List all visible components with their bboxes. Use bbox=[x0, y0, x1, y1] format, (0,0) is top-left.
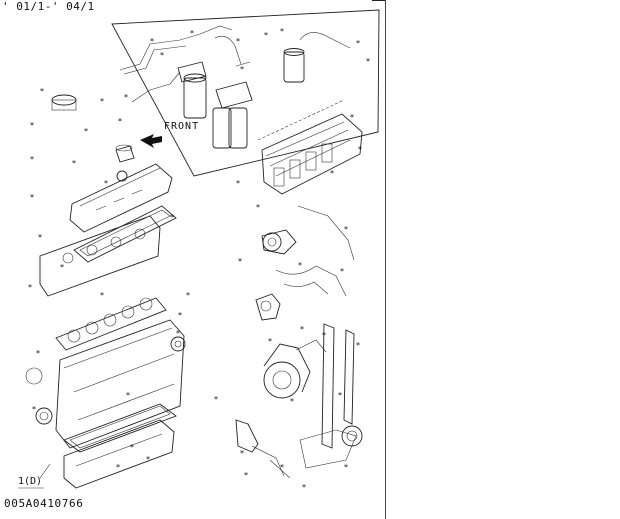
svg-text:*: * bbox=[298, 261, 302, 270]
date-range-label: ' 01/1-' 04/1 bbox=[2, 0, 95, 13]
svg-text:*: * bbox=[238, 257, 242, 266]
seal-rings bbox=[35, 170, 186, 425]
kit-item-markers: *** *** *** *** *** *** *** *** *** *** … bbox=[28, 27, 370, 492]
cylinder-head-gasket bbox=[55, 297, 167, 351]
svg-text:*: * bbox=[124, 93, 128, 102]
svg-text:*: * bbox=[116, 463, 120, 472]
rocker-cover bbox=[69, 163, 173, 233]
svg-text:*: * bbox=[118, 117, 122, 126]
svg-text:*: * bbox=[356, 341, 360, 350]
oil-pan bbox=[63, 419, 175, 489]
svg-text:*: * bbox=[30, 193, 34, 202]
document-id: 005A0410766 bbox=[4, 497, 84, 510]
part-callout-leader bbox=[18, 463, 51, 489]
turbocharger bbox=[263, 339, 327, 399]
oil-pan-gasket bbox=[63, 403, 177, 453]
svg-text:*: * bbox=[178, 311, 182, 320]
svg-text:*: * bbox=[280, 463, 284, 472]
svg-text:*: * bbox=[236, 37, 240, 46]
svg-text:*: * bbox=[240, 449, 244, 458]
svg-text:*: * bbox=[146, 455, 150, 464]
cylinder-block bbox=[25, 319, 185, 449]
svg-text:*: * bbox=[160, 51, 164, 60]
fuel-filter-assembly-left bbox=[177, 61, 253, 149]
water-pump bbox=[261, 229, 297, 255]
svg-text:*: * bbox=[256, 203, 260, 212]
svg-text:*: * bbox=[302, 483, 306, 492]
svg-text:*: * bbox=[38, 233, 42, 242]
svg-text:*: * bbox=[30, 121, 34, 130]
oil-lines-right bbox=[275, 205, 355, 297]
front-direction-label: FRONT bbox=[164, 121, 200, 132]
svg-text:*: * bbox=[176, 329, 180, 338]
svg-text:*: * bbox=[60, 263, 64, 272]
svg-text:*: * bbox=[100, 97, 104, 106]
breather-cap bbox=[51, 94, 77, 111]
fuel-lines bbox=[119, 25, 251, 103]
svg-text:*: * bbox=[84, 127, 88, 136]
svg-text:*: * bbox=[104, 179, 108, 188]
svg-text:*: * bbox=[300, 325, 304, 334]
part-number-callout: 1(D) bbox=[18, 476, 43, 487]
svg-text:*: * bbox=[32, 405, 36, 414]
diagram-right-border bbox=[385, 0, 386, 519]
svg-text:*: * bbox=[170, 213, 174, 222]
svg-text:*: * bbox=[150, 37, 154, 46]
svg-text:*: * bbox=[322, 331, 326, 340]
svg-text:*: * bbox=[358, 145, 362, 154]
svg-text:*: * bbox=[344, 225, 348, 234]
svg-text:*: * bbox=[340, 267, 344, 276]
thermostat-housing bbox=[255, 293, 281, 321]
svg-text:*: * bbox=[36, 349, 40, 358]
svg-text:*: * bbox=[236, 179, 240, 188]
svg-text:*: * bbox=[72, 159, 76, 168]
svg-text:*: * bbox=[344, 463, 348, 472]
exhaust-manifold bbox=[39, 215, 161, 297]
svg-text:*: * bbox=[350, 113, 354, 122]
svg-text:*: * bbox=[290, 397, 294, 406]
oil-filler bbox=[115, 144, 135, 163]
svg-text:*: * bbox=[100, 291, 104, 300]
exhaust-pipe bbox=[235, 419, 291, 479]
svg-text:*: * bbox=[280, 27, 284, 36]
svg-text:*: * bbox=[186, 291, 190, 300]
svg-text:*: * bbox=[356, 39, 360, 48]
header-rule bbox=[372, 0, 386, 1]
svg-text:*: * bbox=[30, 155, 34, 164]
fuel-filter-assembly-right bbox=[283, 32, 351, 83]
svg-text:*: * bbox=[366, 57, 370, 66]
svg-text:*: * bbox=[240, 65, 244, 74]
svg-text:*: * bbox=[190, 29, 194, 38]
svg-text:*: * bbox=[330, 169, 334, 178]
svg-text:*: * bbox=[338, 391, 342, 400]
svg-text:*: * bbox=[40, 87, 44, 96]
intake-manifold bbox=[257, 99, 363, 195]
svg-text:*: * bbox=[130, 443, 134, 452]
svg-text:*: * bbox=[264, 31, 268, 40]
engine-gasket-kit-drawing: *** *** *** *** *** *** *** *** *** *** … bbox=[18, 9, 380, 492]
exploded-parts-diagram: *** *** *** *** *** *** *** *** *** *** … bbox=[4, 0, 386, 519]
rocker-cover-gasket bbox=[73, 205, 177, 263]
front-arrow bbox=[140, 134, 162, 148]
oil-cooler-pipes bbox=[299, 323, 363, 469]
svg-text:*: * bbox=[268, 337, 272, 346]
svg-text:*: * bbox=[214, 395, 218, 404]
inset-box bbox=[111, 9, 380, 177]
svg-text:*: * bbox=[28, 283, 32, 292]
svg-text:*: * bbox=[244, 471, 248, 480]
svg-text:*: * bbox=[126, 391, 130, 400]
